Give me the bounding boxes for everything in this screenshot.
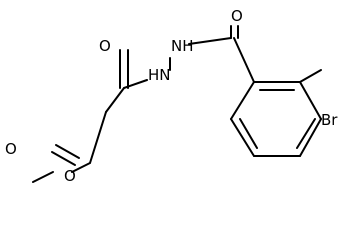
ring-bond-5 [230, 118, 255, 157]
bromine-label: Br [321, 111, 338, 129]
bond-carbonyl-ring [233, 37, 255, 83]
structure-diagram: O NH HN O O O Br [5, 7, 338, 185]
ring-inner-double-3 [239, 118, 258, 149]
bond-ether-carbonyl [71, 162, 91, 173]
hydrazide-nh-upper-label: NH [171, 37, 194, 55]
bond-carbonyl-nh [123, 79, 148, 89]
bond-ester-carbonyl-double-a [55, 144, 80, 159]
bond-ester-carbonyl-double-b [51, 151, 76, 166]
bond-chain-1 [89, 111, 107, 164]
bond-chain-2 [105, 87, 125, 113]
ketone-oxygen-left-label: O [99, 37, 111, 55]
hydrazide-nh-lower-label: HN [148, 66, 171, 84]
benzoyl-oxygen-label: O [231, 7, 243, 25]
bond-methyl-ether [32, 171, 54, 183]
ring-inner-double-2 [296, 118, 316, 149]
ring-bond-2 [299, 81, 322, 120]
ring-bond-6 [230, 81, 255, 120]
ring-bond-3 [299, 118, 322, 157]
molecule-canvas: O NH HN O O O Br [5, 7, 339, 185]
ester-ether-oxygen-label: O [64, 167, 76, 185]
bond-c-br [299, 69, 322, 83]
ester-carbonyl-oxygen-label: O [5, 140, 17, 158]
bond-nh-carbonyl [188, 37, 232, 45]
